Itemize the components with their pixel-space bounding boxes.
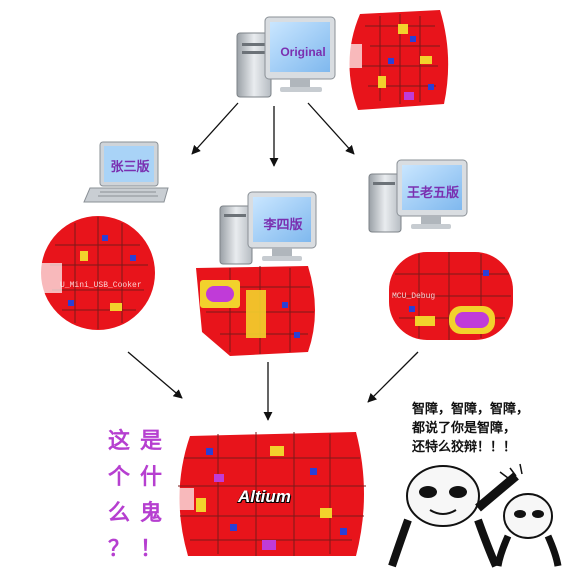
altium-logo-text: Altium [238, 487, 291, 506]
result-pcb-image [172, 432, 366, 556]
arrow-zhang-to-result [127, 351, 183, 399]
arrow-wang-to-result [367, 351, 419, 403]
desktop-computer-icon [368, 159, 468, 233]
zhang-laptop: 张三版 [82, 140, 172, 212]
panda-meme-illustration [388, 463, 562, 568]
wang-label: 王老五版 [406, 185, 459, 200]
li-pcb-image [196, 266, 315, 356]
question-text: 这是 个什 么鬼 ？！ [108, 429, 173, 562]
original-pcb-image [344, 10, 449, 110]
wang-pcb-image [389, 252, 513, 340]
arrow-to-wang [307, 102, 355, 155]
li-label: 李四版 [263, 217, 303, 232]
wang-pcb-label: MCU_Debug [392, 292, 436, 301]
meme-caption: 智障，智障，智障， 都说了你是智障， 还特么狡辩！！！ [412, 402, 530, 455]
zhang-label: 张三版 [110, 159, 150, 174]
zhang-pcb-label: U_Mini_USB_Cooker [60, 281, 142, 290]
original-computer: Original [235, 15, 355, 105]
original-label: Original [280, 45, 326, 59]
desktop-computer-icon [236, 16, 336, 98]
zhang-pcb-image [40, 216, 155, 330]
arrow-to-zhang [191, 102, 239, 155]
li-computer: 李四版 [218, 190, 328, 268]
desktop-computer-icon [219, 191, 317, 265]
laptop-icon [83, 141, 169, 203]
wang-computer: 王老五版 [367, 158, 477, 236]
